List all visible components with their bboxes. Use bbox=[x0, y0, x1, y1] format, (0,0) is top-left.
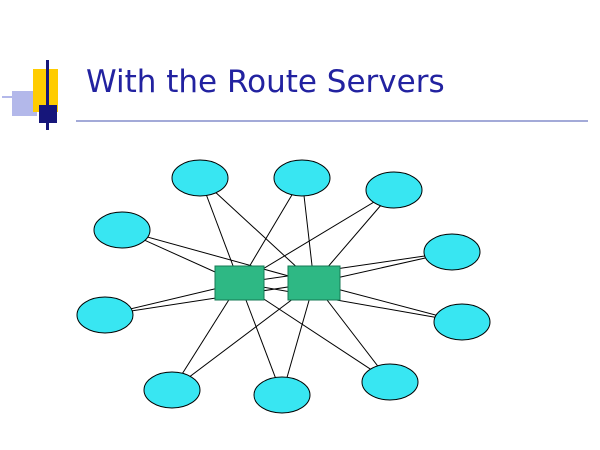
client-node bbox=[143, 371, 201, 409]
edge-line bbox=[171, 282, 315, 391]
edge-line bbox=[239, 282, 391, 383]
edge-line bbox=[239, 282, 283, 396]
edge-line bbox=[239, 282, 463, 323]
edge-line bbox=[104, 282, 315, 316]
route-server-node bbox=[287, 265, 341, 301]
title-underline-rule bbox=[76, 120, 588, 122]
decor-left-line bbox=[2, 96, 15, 98]
client-node bbox=[76, 296, 134, 334]
slide-title: With the Route Servers bbox=[86, 64, 445, 100]
decor-yellow-square bbox=[33, 69, 58, 112]
edge-line bbox=[121, 229, 315, 284]
edge-line bbox=[171, 282, 240, 391]
edge-line bbox=[239, 251, 453, 284]
edge-line bbox=[281, 282, 315, 396]
client-node bbox=[433, 303, 491, 341]
client-node bbox=[423, 233, 481, 271]
decor-periwinkle-square bbox=[12, 91, 37, 116]
client-node bbox=[93, 211, 151, 249]
decor-vertical-line bbox=[46, 60, 49, 130]
client-node bbox=[361, 363, 419, 401]
client-node bbox=[171, 159, 229, 197]
edge-line bbox=[239, 189, 395, 284]
client-node bbox=[273, 159, 331, 197]
client-node bbox=[365, 171, 423, 209]
client-node bbox=[253, 376, 311, 414]
route-server-node bbox=[214, 265, 265, 301]
